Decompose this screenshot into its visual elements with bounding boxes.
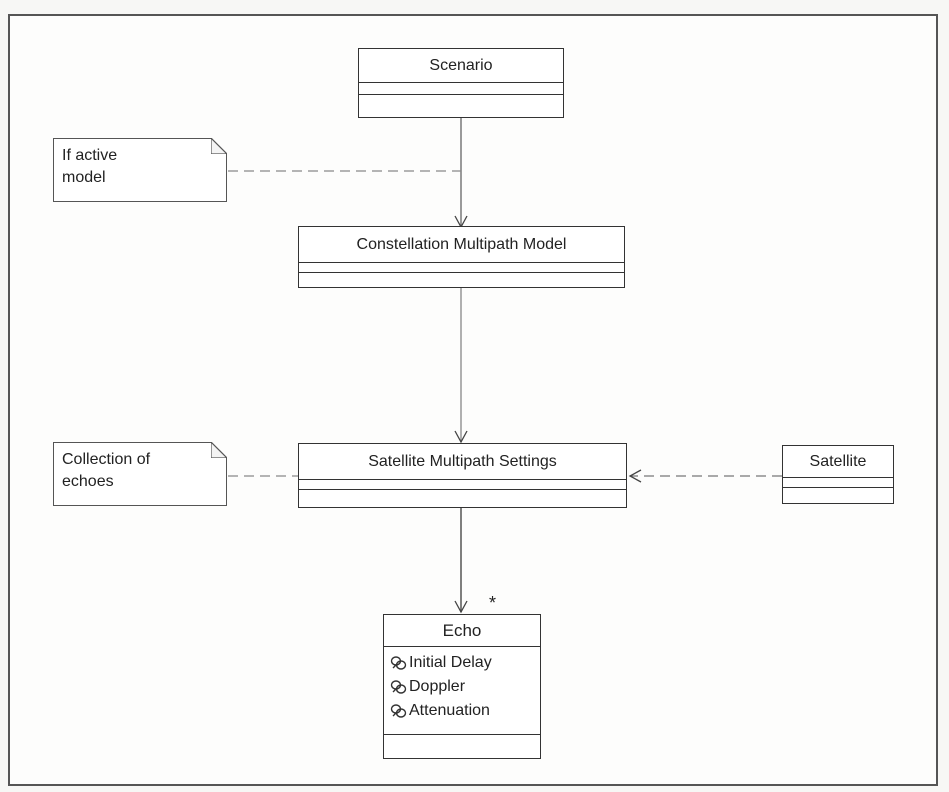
class-constellation-name: Constellation Multipath Model xyxy=(299,227,624,263)
class-satellite-name: Satellite xyxy=(783,446,893,478)
class-constellation-operations xyxy=(299,273,624,287)
class-satellite-multipath-settings[interactable]: Satellite Multipath Settings xyxy=(298,443,627,508)
echo-attribute-label: Attenuation xyxy=(409,702,490,719)
attribute-icon xyxy=(390,680,407,694)
class-satellite-operations xyxy=(783,488,893,503)
attribute-icon xyxy=(390,704,407,718)
echo-multiplicity: * xyxy=(489,593,497,613)
class-settings-name: Satellite Multipath Settings xyxy=(299,444,626,480)
class-scenario-operations xyxy=(359,95,563,117)
class-echo-name: Echo xyxy=(384,615,540,647)
note-fold-icon xyxy=(211,138,227,154)
echo-attribute-doppler: Doppler xyxy=(384,675,540,699)
class-satellite-attributes xyxy=(783,478,893,488)
class-constellation-multipath-model[interactable]: Constellation Multipath Model xyxy=(298,226,625,288)
class-echo-operations xyxy=(384,735,540,757)
note-if-active-model[interactable]: If active model xyxy=(53,138,227,202)
note-echoes-line1: Collection of xyxy=(62,451,151,468)
note-active-line2: model xyxy=(62,169,106,186)
note-collection-of-echoes[interactable]: Collection of echoes xyxy=(53,442,227,506)
class-settings-operations xyxy=(299,490,626,507)
attribute-icon xyxy=(390,656,407,670)
class-constellation-attributes xyxy=(299,263,624,273)
echo-attribute-label: Doppler xyxy=(409,678,466,695)
note-fold-icon xyxy=(211,442,227,458)
class-settings-attributes xyxy=(299,480,626,490)
echo-attribute-initial-delay: Initial Delay xyxy=(384,651,540,675)
class-scenario-name: Scenario xyxy=(359,49,563,83)
class-satellite[interactable]: Satellite xyxy=(782,445,894,504)
echo-attribute-label: Initial Delay xyxy=(409,654,492,671)
echo-attribute-attenuation: Attenuation xyxy=(384,699,540,723)
note-active-line1: If active xyxy=(62,147,118,164)
class-scenario[interactable]: Scenario xyxy=(358,48,564,118)
class-scenario-attributes xyxy=(359,83,563,95)
class-echo[interactable]: Echo Initial Delay Doppler xyxy=(383,614,541,759)
class-echo-attributes: Initial Delay Doppler Attenuation xyxy=(384,647,540,735)
note-echoes-line2: echoes xyxy=(62,473,114,490)
